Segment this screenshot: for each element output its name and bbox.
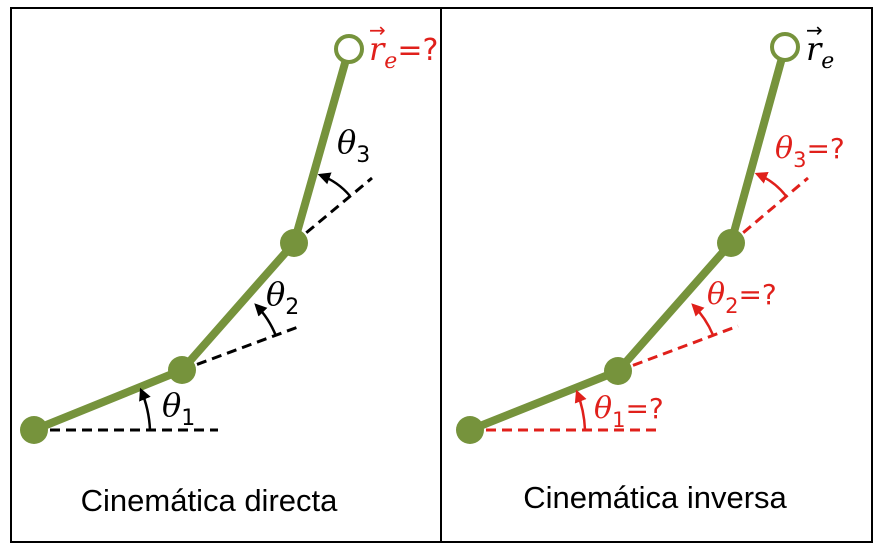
theta2-label: θ2=? (707, 277, 777, 318)
angle-arc-2 (254, 303, 278, 337)
theta1-label: θ1 (162, 386, 195, 431)
end-effector-text: re=? (369, 30, 438, 74)
reference-line-2 (617, 324, 739, 373)
reference-line-3 (293, 176, 373, 245)
forward-kinematics-panel: θ1 θ2 θ3 → re=? Cinemática directa (20, 18, 438, 518)
end-effector-label: → re=? (369, 18, 438, 74)
base-joint (20, 416, 48, 444)
theta1-label: θ1=? (594, 391, 664, 432)
joint-2 (604, 357, 632, 385)
reference-line-2 (181, 325, 299, 372)
angle-arc-3 (317, 172, 351, 197)
angle-arc-3 (754, 172, 787, 197)
inverse-caption: Cinemática inversa (523, 480, 787, 515)
joint-3 (280, 229, 308, 257)
link-2 (614, 239, 735, 375)
forward-caption: Cinemática directa (81, 483, 338, 518)
reference-line-3 (730, 176, 809, 245)
end-effector-text: re (806, 30, 834, 74)
theta3-label: θ3=? (775, 131, 845, 172)
angle-arc-1 (574, 389, 587, 431)
joint-3 (717, 229, 745, 257)
link-3 (727, 43, 789, 247)
vector-arrow: → (806, 18, 823, 42)
vector-arrow: → (369, 18, 386, 42)
end-effector (334, 34, 364, 64)
link-1 (466, 367, 622, 434)
end-effector (770, 32, 800, 62)
joint-2 (168, 356, 196, 384)
theta3-label: θ3 (337, 123, 370, 168)
angle-arc-2 (691, 303, 715, 336)
angle-arc-1 (139, 387, 152, 431)
theta2-label: θ2 (266, 275, 299, 320)
inverse-kinematics-panel: θ1=? θ2=? θ3=? → re Cinemática inversa (456, 18, 845, 515)
end-effector-label: → re (806, 18, 834, 74)
link-1 (30, 366, 186, 434)
link-2 (178, 239, 298, 374)
link-3 (290, 45, 353, 247)
base-joint (456, 416, 484, 444)
